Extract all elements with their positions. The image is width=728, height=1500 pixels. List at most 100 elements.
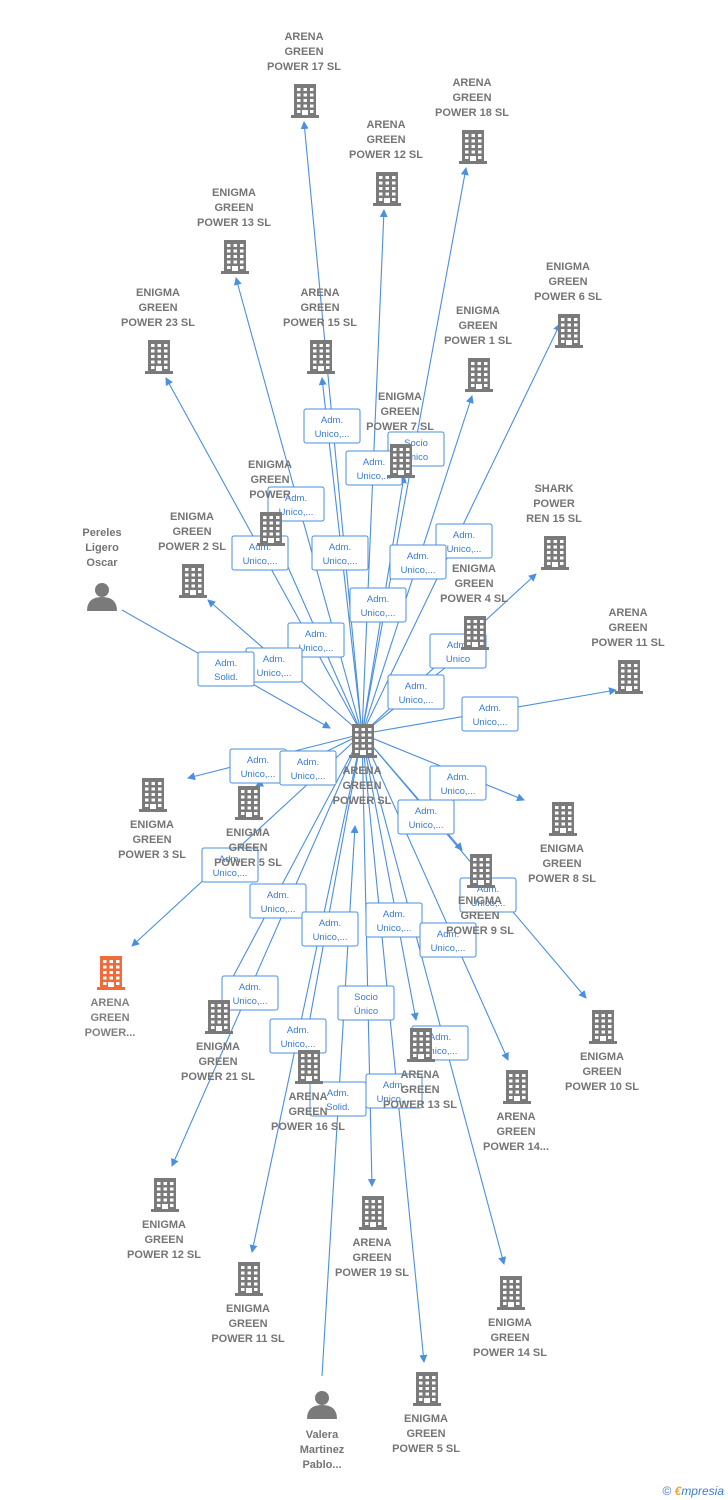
edge-label-e4[interactable]: Adm.Unico,... xyxy=(387,674,445,710)
edge-label-e7[interactable]: Adm.Unico,... xyxy=(349,587,407,623)
edge-label-line: Único xyxy=(354,1006,378,1017)
edge-label-e6[interactable]: Adm.Unico,... xyxy=(435,523,493,559)
building-icon xyxy=(307,340,335,374)
edge-label-box xyxy=(429,765,487,801)
node-label-line: GREEN xyxy=(228,1318,267,1330)
edge-label-box xyxy=(365,1073,423,1109)
person-icon xyxy=(87,583,117,611)
edge-label-a16[interactable]: Adm.Unico,... xyxy=(301,911,359,947)
building-icon xyxy=(503,1070,531,1104)
edge-label-e5b[interactable]: Adm.Unico,... xyxy=(279,750,337,786)
node-label-line: POWER xyxy=(249,489,291,501)
node-hl[interactable]: ARENAGREENPOWER... xyxy=(85,956,136,1039)
node-label-line: POWER 11 SL xyxy=(211,1333,285,1345)
node-label-line: POWER 18 SL xyxy=(435,107,509,119)
node-label-line: POWER 23 SL xyxy=(121,317,195,329)
node-label-line: POWER 13 SL xyxy=(383,1099,457,1111)
edge-center-a19 xyxy=(361,733,376,1187)
edge-label-e8[interactable]: Adm.Unico,... xyxy=(429,765,487,801)
edge-label-line: Adm. xyxy=(247,755,269,766)
edge-label-a11[interactable]: Adm.Unico,... xyxy=(461,696,519,732)
edge-label-pereles[interactable]: Adm.Solid. xyxy=(197,651,255,687)
node-label-line: POWER xyxy=(533,498,575,510)
edge-label-line: Adm. xyxy=(249,542,271,553)
building-icon xyxy=(387,444,415,478)
building-icon xyxy=(235,786,263,820)
node-label-line: GREEN xyxy=(198,1056,237,1068)
edge-label-p17[interactable]: Adm.Unico,... xyxy=(303,408,361,444)
node-label-line: GREEN xyxy=(300,302,339,314)
node-label-line: GREEN xyxy=(542,858,581,870)
node-label-line: SHARK xyxy=(534,483,573,495)
node-label-line: ENIGMA xyxy=(212,187,256,199)
node-label-line: POWER 16 SL xyxy=(271,1121,345,1133)
edge-label-e12[interactable]: Adm.Unico,... xyxy=(221,975,279,1011)
edge-label-e21[interactable]: Adm.Unico,... xyxy=(249,883,307,919)
node-label-line: ARENA xyxy=(288,1091,327,1103)
edge-label-a13[interactable]: Adm.Unico,... xyxy=(365,902,423,938)
node-label-line: POWER 6 SL xyxy=(534,291,602,303)
edge-center-a16 xyxy=(303,733,363,1041)
node-label-line: POWER... xyxy=(85,1027,136,1039)
empresia-footer[interactable]: © €mpresia xyxy=(662,1484,724,1498)
edge-label-e2[interactable]: Adm.Unico,... xyxy=(245,647,303,683)
node-valera[interactable]: ValeraMartinezPablo... xyxy=(300,1391,345,1471)
edge-label-a14[interactable]: Adm.Unico,... xyxy=(419,922,477,958)
edge-label-hl[interactable]: Adm.Unico,... xyxy=(201,847,259,883)
edge-label-e1[interactable]: Adm.Unico,... xyxy=(389,544,447,580)
edge-label-a15[interactable]: Adm.Unico,... xyxy=(311,535,369,571)
edge-label-e3[interactable]: Adm.Unico,... xyxy=(229,748,287,784)
node-label-line: ENIGMA xyxy=(248,459,292,471)
node-label-line: ARENA xyxy=(452,77,491,89)
node-label-line: POWER 9 SL xyxy=(446,925,514,937)
edge-label-e9[interactable]: Adm.Unico,... xyxy=(397,799,455,835)
node-label-line: GREEN xyxy=(548,276,587,288)
node-label-line: Martinez xyxy=(300,1444,345,1456)
edge-label-line: Adm. xyxy=(297,757,319,768)
edge-label-e5[interactable]: Adm.Unico,... xyxy=(365,1073,423,1109)
building-icon xyxy=(407,1028,435,1062)
node-label-line: ARENA xyxy=(300,287,339,299)
edge-label-e11[interactable]: Adm.Unico,... xyxy=(269,1018,327,1054)
edge-label-line: Unico,... xyxy=(377,1094,412,1105)
edge-label-box xyxy=(249,883,307,919)
edge-label-line: Unico,... xyxy=(281,1039,316,1050)
node-label-line: ENIGMA xyxy=(404,1413,448,1425)
node-label-line: GREEN xyxy=(406,1428,445,1440)
edge-label-line: Adm. xyxy=(453,530,475,541)
building-icon xyxy=(235,1262,263,1296)
edge-label-line: Adm. xyxy=(407,551,429,562)
